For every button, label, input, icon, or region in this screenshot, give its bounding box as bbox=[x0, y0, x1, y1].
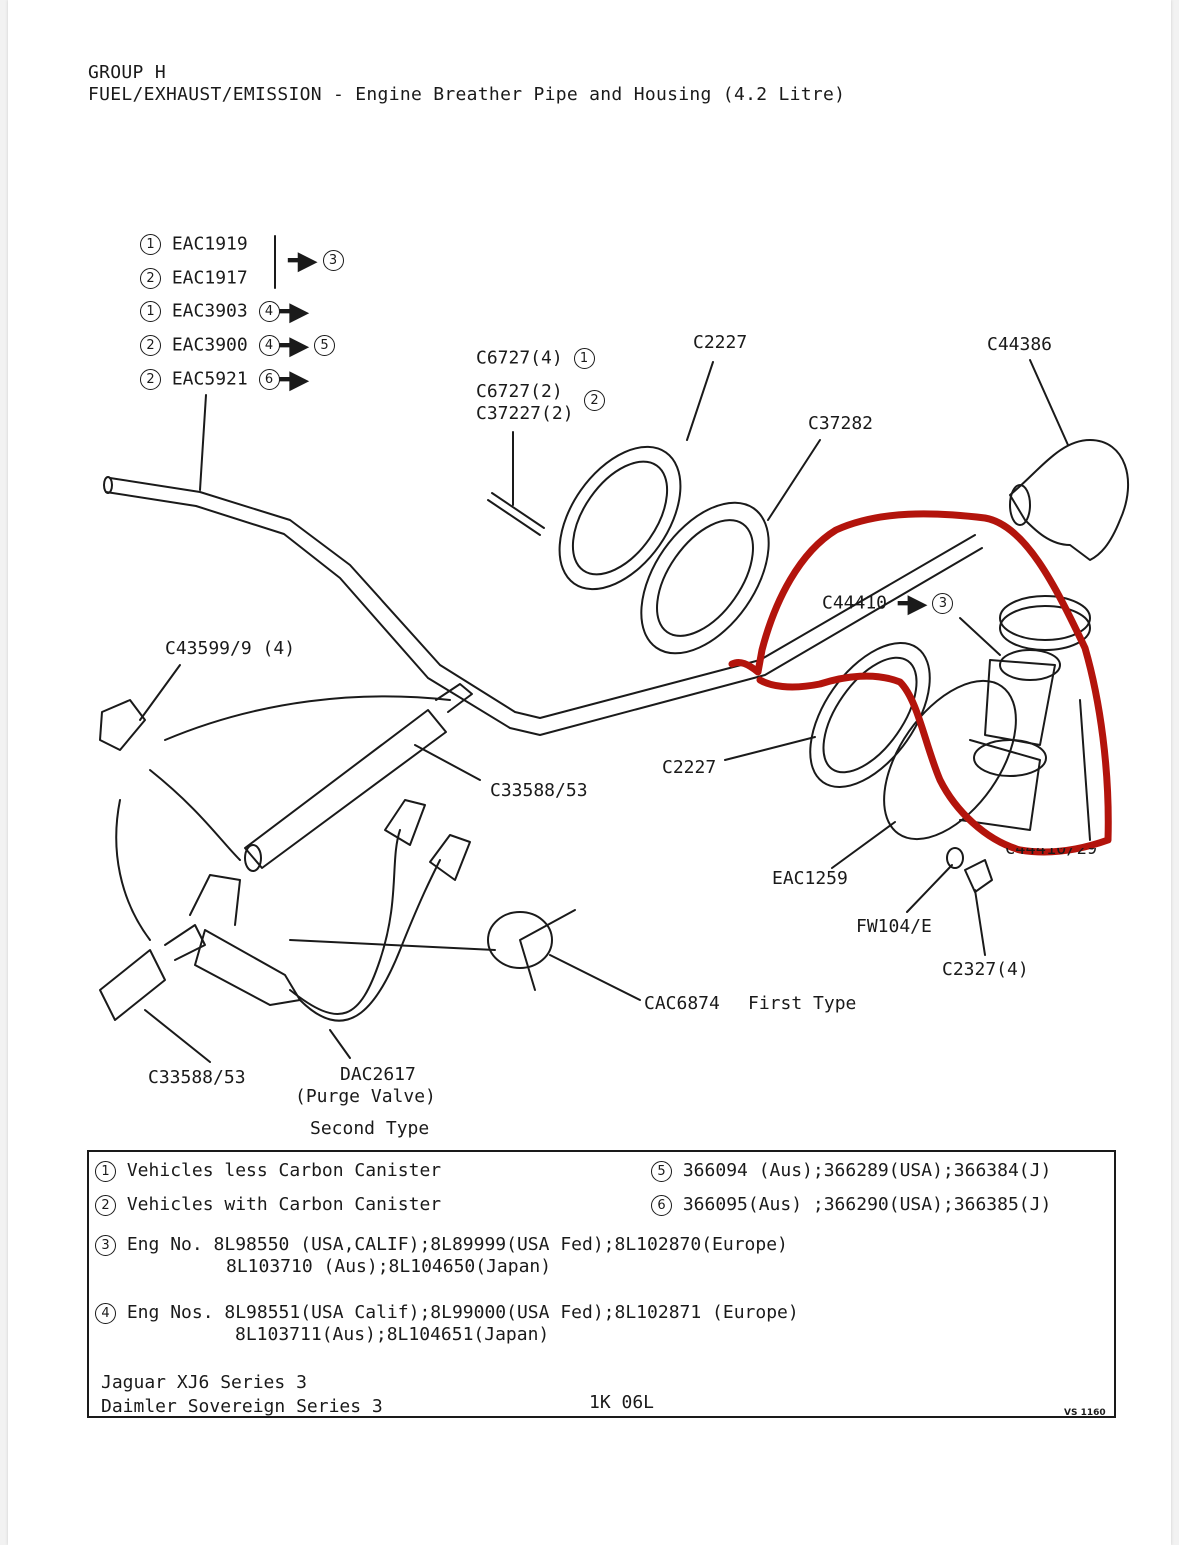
note-3-cont: 8L103710 (Aus);8L104650(Japan) bbox=[226, 1256, 552, 1277]
leader-clip bbox=[139, 664, 181, 721]
leader-gasket-mid bbox=[724, 736, 816, 761]
label-first-type: First Type bbox=[748, 993, 857, 1014]
housing bbox=[883, 679, 1017, 841]
purge-valve-head bbox=[189, 874, 241, 926]
red-annotation-loop bbox=[728, 510, 1112, 856]
label-c6727-4: C6727(4) 1 bbox=[476, 348, 595, 369]
note-6: 6 366095(Aus) ;366290(USA);366385(J) bbox=[651, 1194, 1051, 1216]
arrow-icon: ━▶ bbox=[897, 588, 928, 619]
model-jaguar: Jaguar XJ6 Series 3 bbox=[101, 1372, 307, 1393]
mesh-plate bbox=[640, 501, 770, 655]
leader-washer bbox=[906, 864, 953, 913]
leader-partial bbox=[1079, 699, 1091, 841]
hose-clip-ring bbox=[999, 595, 1091, 641]
rubber-hose-mid bbox=[244, 709, 447, 869]
label-c43599: C43599/9 (4) bbox=[165, 638, 296, 659]
purge-valve-body bbox=[194, 929, 301, 1006]
gasket-top bbox=[558, 445, 682, 591]
connector-b bbox=[429, 834, 471, 881]
washer bbox=[946, 847, 964, 869]
label-c2227-mid: C2227 bbox=[662, 757, 717, 778]
label-c37282: C37282 bbox=[808, 413, 874, 434]
label-c2327: C2327(4) bbox=[942, 959, 1029, 980]
leader-housing bbox=[831, 821, 896, 869]
note-5: 5 366094 (Aus);366289(USA);366384(J) bbox=[651, 1160, 1051, 1182]
label-dac2617: DAC2617 bbox=[340, 1064, 416, 1085]
legend-row-2: 2 EAC1917 bbox=[140, 268, 248, 289]
label-second-type: Second Type bbox=[310, 1118, 430, 1139]
legend-row-5: 2 EAC5921 6━▶ bbox=[140, 364, 310, 395]
leader-hose-low bbox=[144, 1009, 211, 1063]
label-c2227-top: C2227 bbox=[693, 332, 748, 353]
label-c33588-mid: C33588/53 bbox=[490, 780, 588, 801]
breather-pipe-outline-b bbox=[105, 491, 983, 736]
label-c33588-low: C33588/53 bbox=[148, 1067, 246, 1088]
legend-row-3: 1 EAC3903 4━▶ bbox=[140, 296, 310, 327]
label-c37227-2: C37227(2) bbox=[476, 403, 574, 424]
breather-pipe-outline-a bbox=[109, 477, 976, 719]
leader-mesh-plate bbox=[767, 439, 821, 521]
leader-elbow bbox=[1029, 359, 1069, 446]
elbow-outline bbox=[1009, 439, 1129, 561]
wire-b bbox=[299, 859, 441, 1022]
note-4-cont: 8L103711(Aus);8L104651(Japan) bbox=[235, 1324, 550, 1345]
label-purge-valve: (Purge Valve) bbox=[295, 1086, 436, 1107]
label-fw104: FW104/E bbox=[856, 916, 932, 937]
nut bbox=[964, 859, 993, 893]
arrow-icon: ━▶ bbox=[279, 364, 310, 395]
stud bbox=[487, 492, 545, 536]
note-2: 2 Vehicles with Carbon Canister bbox=[95, 1194, 441, 1216]
notes-box: 1 Vehicles less Carbon Canister 2 Vehicl… bbox=[87, 1150, 1116, 1418]
legend-group-arrow: ━▶ 3 bbox=[288, 245, 344, 276]
arrow-icon: ━▶ bbox=[288, 245, 318, 276]
filter bbox=[984, 659, 1056, 746]
leader-breather-pipe bbox=[199, 394, 207, 491]
leader-hose-mid bbox=[414, 744, 481, 781]
gasket-mid bbox=[809, 642, 931, 788]
leader-nut bbox=[974, 889, 986, 956]
drawing-stamp: VS 1160 bbox=[1064, 1408, 1106, 1418]
model-daimler: Daimler Sovereign Series 3 bbox=[101, 1396, 383, 1417]
note-1: 1 Vehicles less Carbon Canister bbox=[95, 1160, 441, 1182]
wire-a bbox=[289, 829, 401, 1015]
label-c6727-2: C6727(2) bbox=[476, 381, 563, 402]
rubber-hose-low bbox=[99, 949, 166, 1021]
label-partial-right: C44410/29 bbox=[1005, 848, 1098, 859]
legend-row-4: 2 EAC3900 4━▶ 5 bbox=[140, 330, 336, 361]
connector-a bbox=[384, 799, 426, 846]
label-c44410: C44410 ━▶ 3 bbox=[822, 588, 954, 619]
page-code: 1K 06L bbox=[589, 1392, 655, 1413]
parts-sheet bbox=[8, 0, 1171, 1545]
arrow-icon: ━▶ bbox=[279, 330, 310, 361]
valve-first-type bbox=[487, 911, 553, 969]
note-3: 3 Eng No. 8L98550 (USA,CALIF);8L89999(US… bbox=[95, 1234, 788, 1256]
label-c6727-2-ref: 2 bbox=[584, 390, 605, 411]
note-4: 4 Eng Nos. 8L98551(USA Calif);8L99000(US… bbox=[95, 1302, 799, 1324]
label-eac1259: EAC1259 bbox=[772, 868, 848, 889]
leader-filter bbox=[959, 617, 1001, 656]
arrow-icon: ━▶ bbox=[279, 296, 310, 327]
page-title: FUEL/EXHAUST/EMISSION - Engine Breather … bbox=[88, 84, 846, 105]
leader-purge bbox=[329, 1029, 351, 1059]
hose-clip-small bbox=[99, 699, 146, 751]
group-heading: GROUP H bbox=[88, 62, 166, 83]
legend-row-1: 1 EAC1919 bbox=[140, 234, 248, 255]
label-cac6874: CAC6874 bbox=[644, 993, 720, 1014]
leader-valve-first bbox=[549, 954, 641, 1001]
label-c44386: C44386 bbox=[987, 334, 1053, 355]
leader-gasket-top bbox=[686, 361, 714, 441]
